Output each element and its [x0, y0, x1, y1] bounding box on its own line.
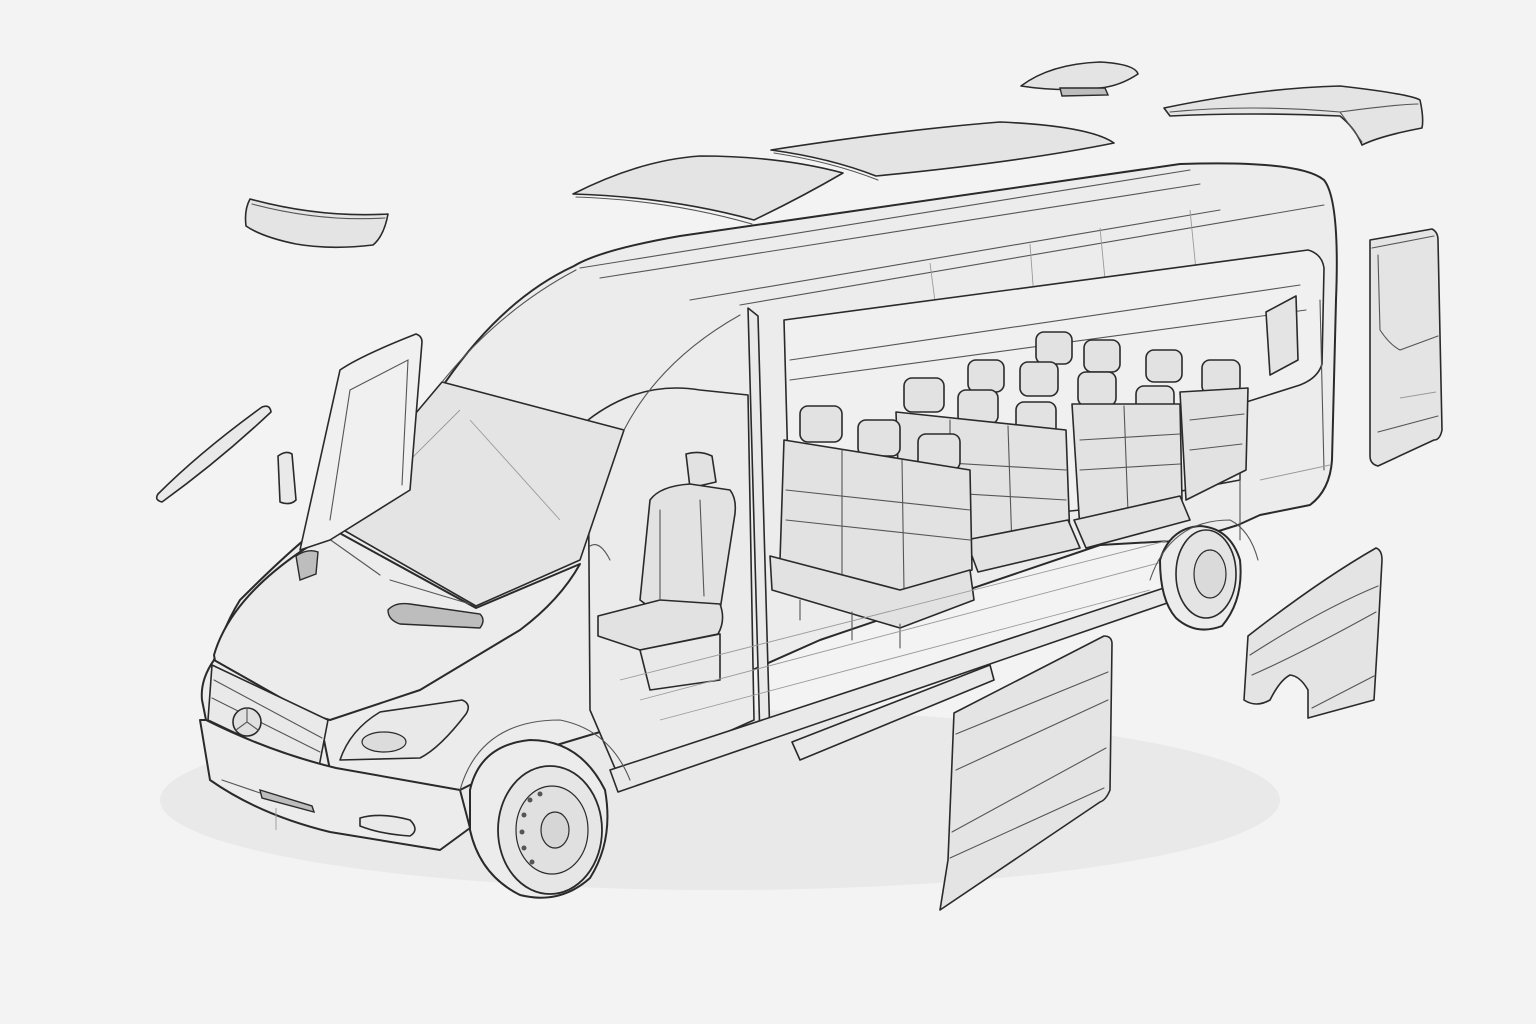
- front-windshield-glass: [244, 198, 389, 249]
- passenger-seats: [619, 331, 1249, 721]
- rear-quarter-panel: [1243, 547, 1383, 719]
- seat-row-3: [967, 359, 1191, 549]
- mid-roof-panel: [770, 121, 1115, 181]
- rear-wheel-arch: [1149, 519, 1259, 581]
- rear-door-panel: [1369, 228, 1443, 467]
- seat-row-rear: [1035, 331, 1249, 501]
- headlight: [339, 699, 470, 761]
- fog-light: [359, 814, 416, 837]
- front-roof-panel: [572, 155, 844, 225]
- open-cab-door: [277, 333, 423, 551]
- hood-vent-left: [295, 549, 319, 581]
- seat-row-1: [769, 405, 975, 649]
- driver-seat: [589, 451, 737, 691]
- front-wheel-arch: [459, 719, 631, 791]
- front-wheel: [469, 739, 609, 899]
- roof-vent-hatch: [1020, 61, 1139, 97]
- rear-roof-cap: [1163, 85, 1424, 146]
- rear-wheel: [1159, 525, 1242, 631]
- hood-vent-right: [387, 602, 484, 629]
- side-trim-strip: [155, 405, 272, 503]
- sliding-door-panel: [939, 635, 1113, 911]
- side-mirror: [277, 451, 297, 505]
